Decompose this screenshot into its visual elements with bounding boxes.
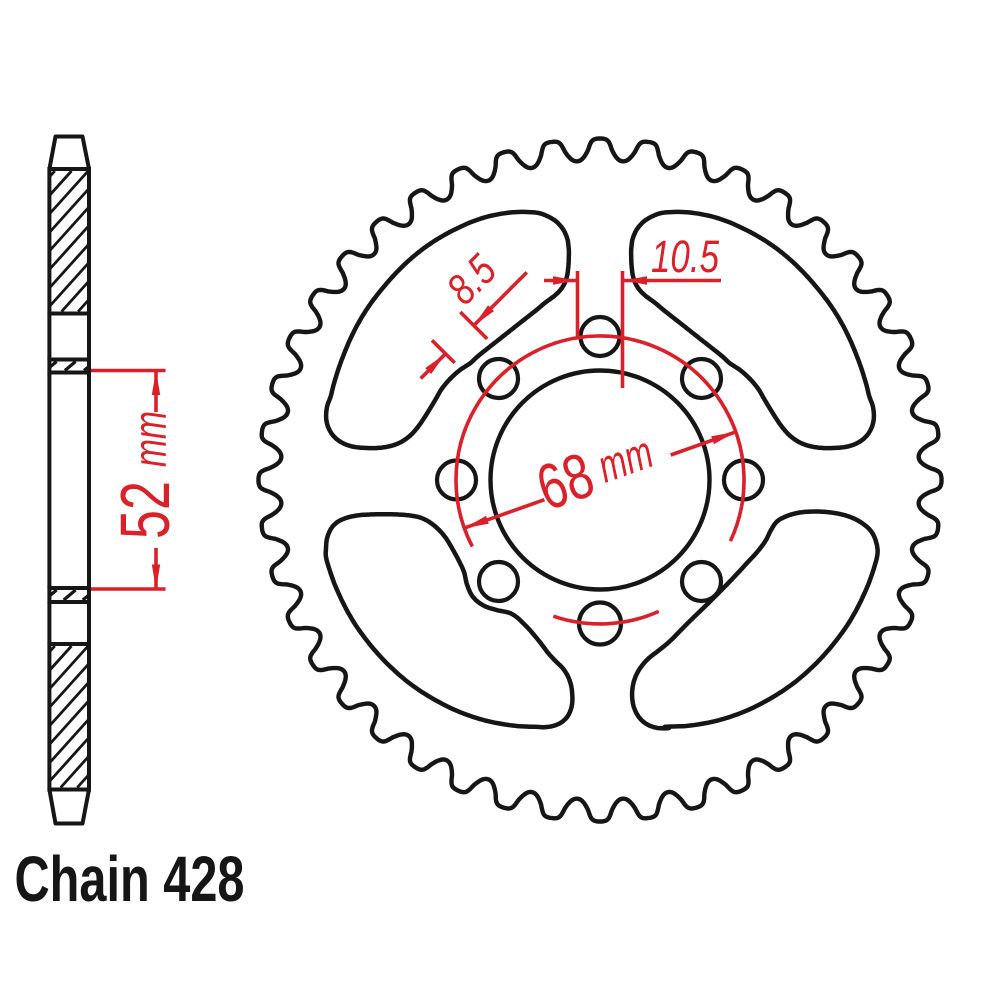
svg-text:mm: mm: [124, 411, 176, 467]
svg-text:10.5: 10.5: [651, 231, 720, 282]
svg-text:Chain 428: Chain 428: [15, 843, 245, 915]
svg-text:52: 52: [106, 481, 184, 539]
